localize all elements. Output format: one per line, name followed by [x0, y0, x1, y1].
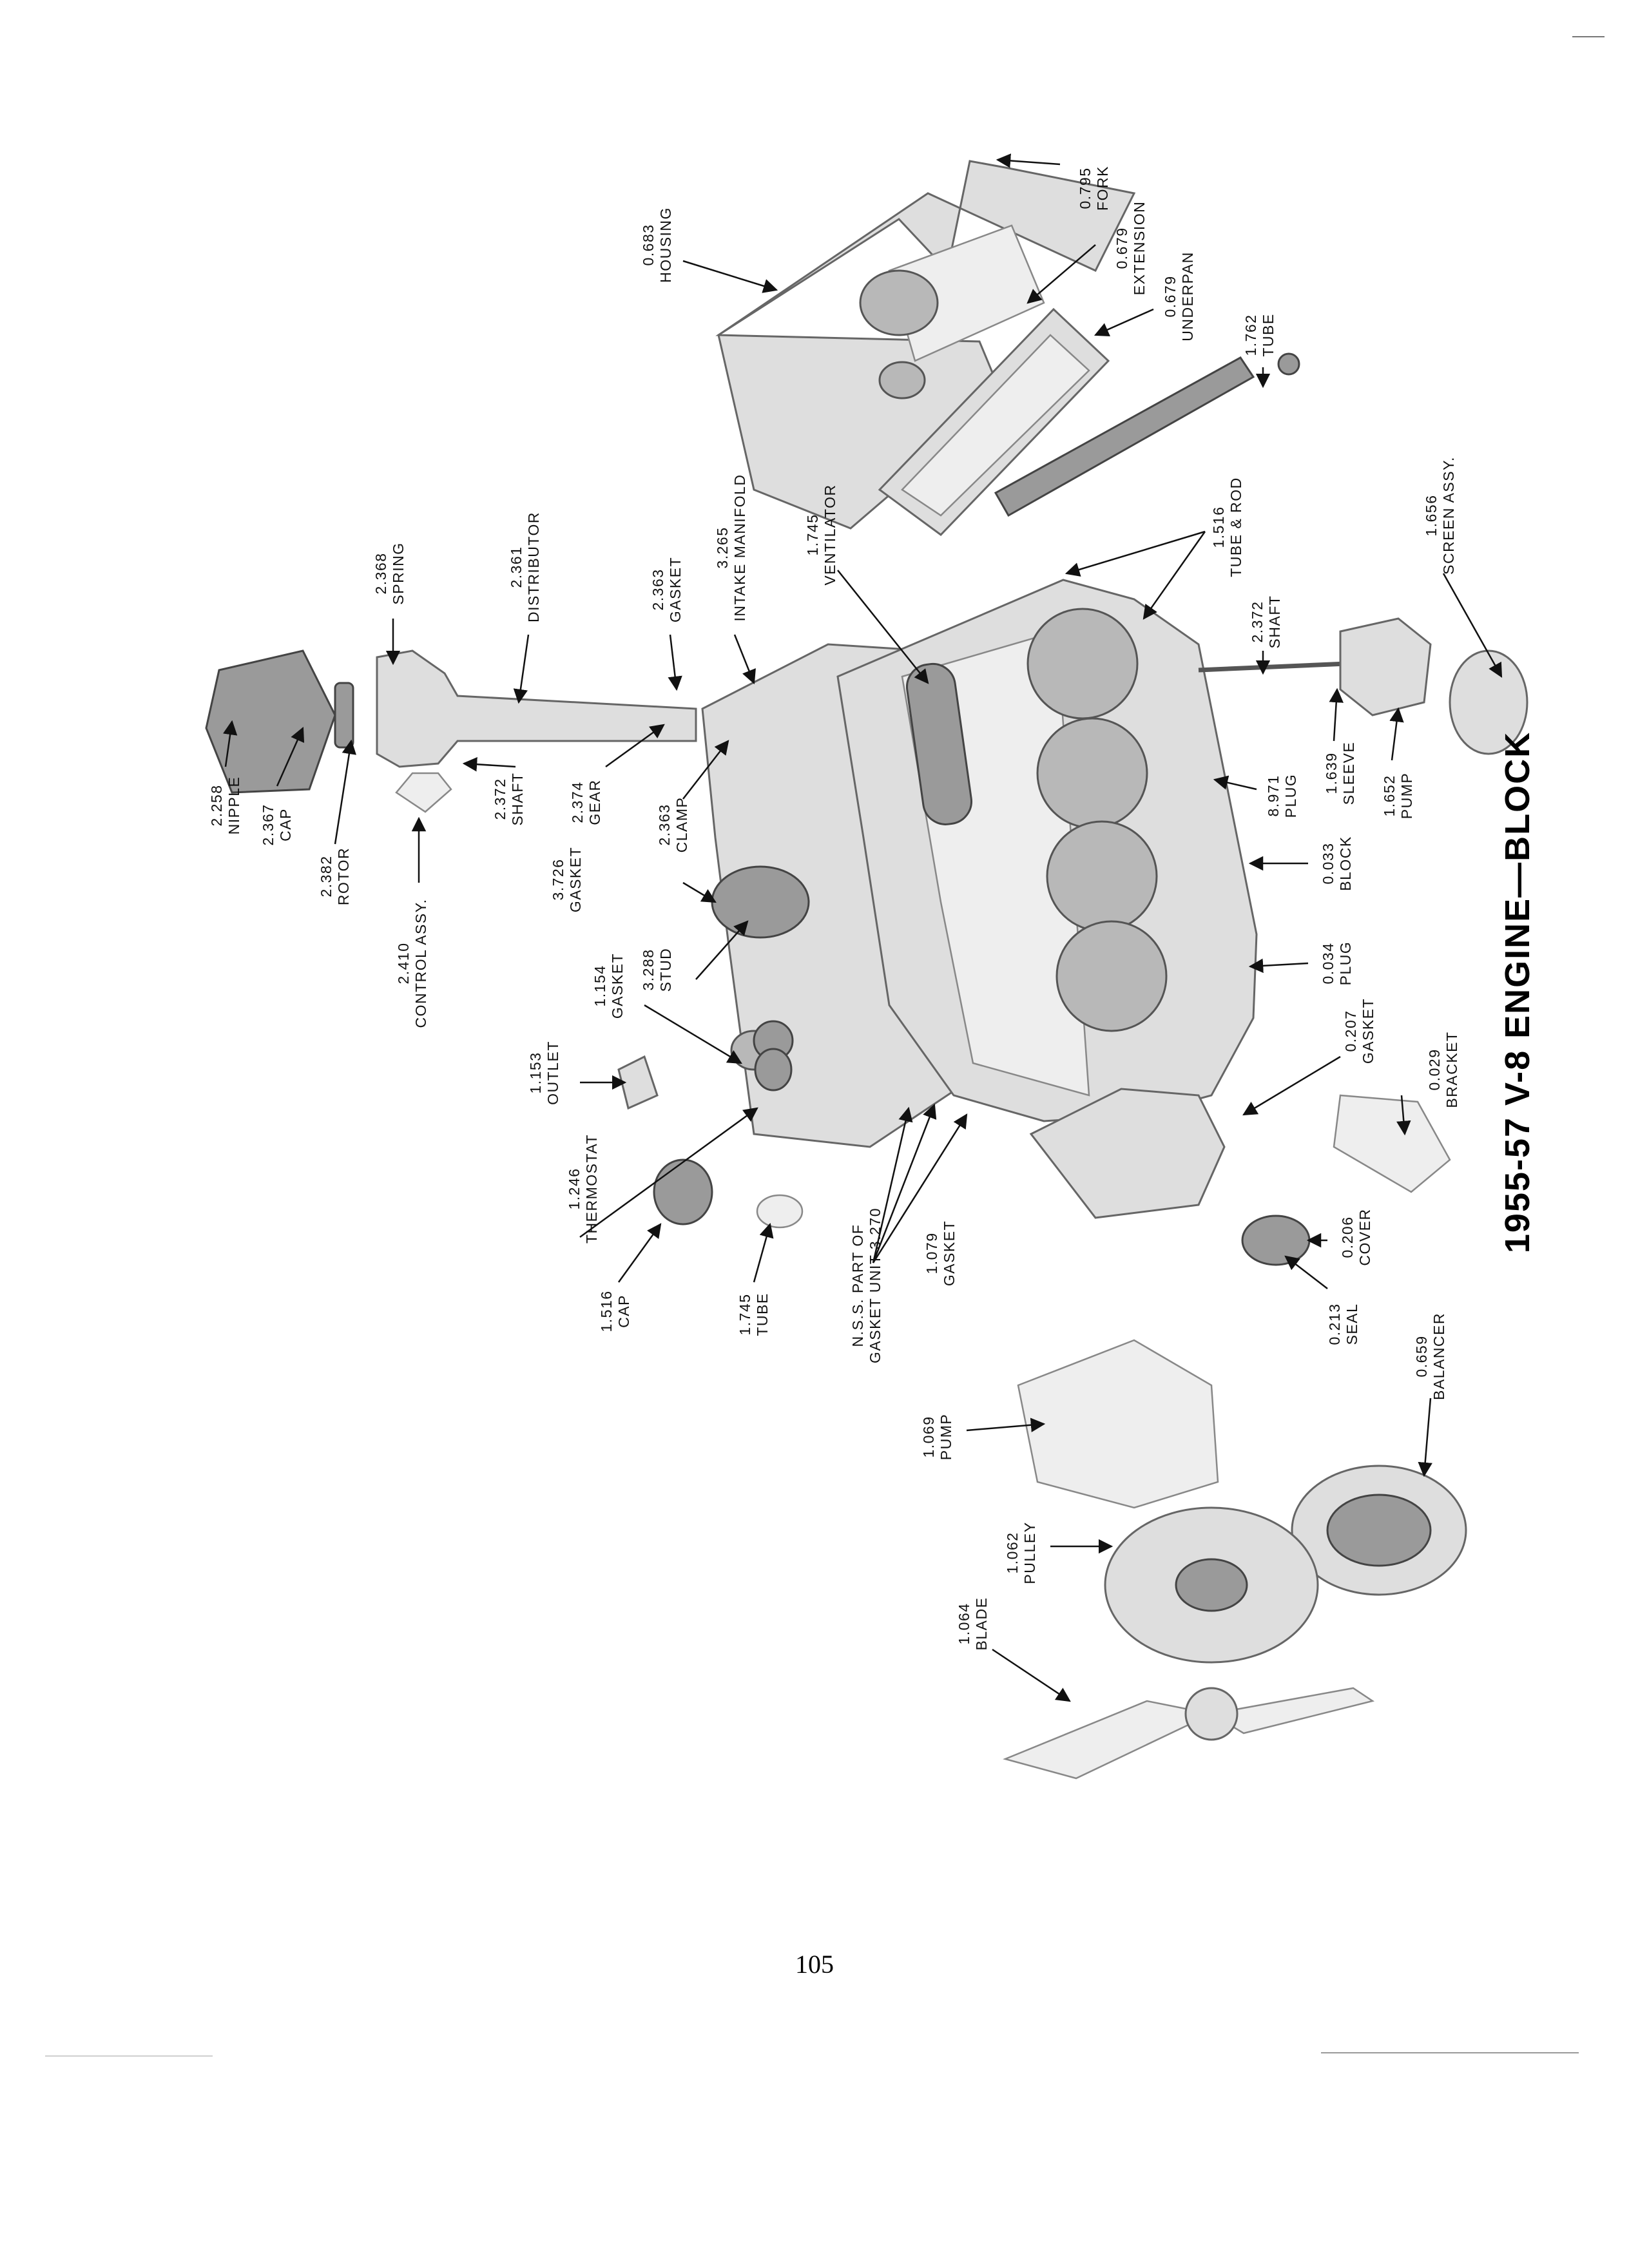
- oil-tube-illustration: [994, 352, 1300, 517]
- engine-block-illustration: [836, 579, 1258, 1122]
- scan-mark-bottom-left: [45, 2055, 213, 2057]
- oil-pump-illustration: [1198, 617, 1528, 755]
- fan-blade-illustration: [1003, 1687, 1375, 1780]
- thermostat-group-illustration: [617, 1048, 804, 1229]
- water-pump-illustration: [1017, 1339, 1219, 1509]
- diagram-title: 1955-57 V-8 ENGINE—BLOCK: [1498, 731, 1537, 1254]
- balancer-illustration: [1291, 1465, 1467, 1596]
- page-number: 105: [795, 1950, 834, 1979]
- housing-illustration: [715, 160, 1136, 530]
- distributor-illustration: [205, 649, 697, 813]
- pulley-illustration: [1104, 1506, 1319, 1664]
- leader-lines: [222, 153, 1503, 1702]
- scan-mark-top-right: [1572, 36, 1605, 37]
- underpan-illustration: [878, 307, 1110, 536]
- front-cover-illustration: [1029, 1088, 1451, 1266]
- scan-mark-bottom-right: [1321, 2052, 1579, 2053]
